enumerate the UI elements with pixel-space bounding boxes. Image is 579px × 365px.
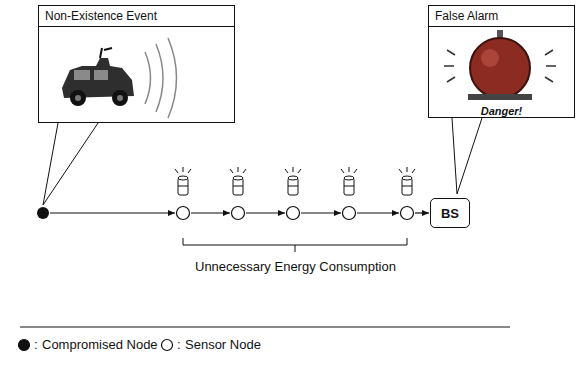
callout-box: Non-Existence Event [38,5,235,123]
legend-separator: : [177,337,181,352]
vehicle-illustration [62,38,177,118]
bell-text: Danger! [429,105,574,117]
sensor-chain [37,207,429,220]
legend-text: Compromised Node [42,337,158,352]
base-station-box: BS [430,198,470,228]
callout-heading: Non-Existence Event [39,6,234,27]
sensor-node [177,207,190,220]
callout-tail [43,123,98,205]
separator-line [20,327,510,328]
sensor-node [401,207,414,220]
sensor-node [287,207,300,220]
callout-heading: False Alarm [429,6,574,27]
legend-separator: : [34,337,38,352]
legend-swatch [17,338,31,352]
annotation: Unnecessary Energy Consumption [195,259,396,274]
sensor-node [343,207,356,220]
legend-text: Sensor Node [185,337,261,352]
bracket [183,238,407,252]
battery-icons [175,167,415,195]
callout-tail [452,118,482,194]
compromised-node [37,207,49,219]
bell-illustration [444,30,556,100]
sensor-node [232,207,245,220]
node-label: BS [441,206,459,221]
legend-swatch [160,338,174,352]
callout-box: False AlarmDanger! [428,5,575,118]
